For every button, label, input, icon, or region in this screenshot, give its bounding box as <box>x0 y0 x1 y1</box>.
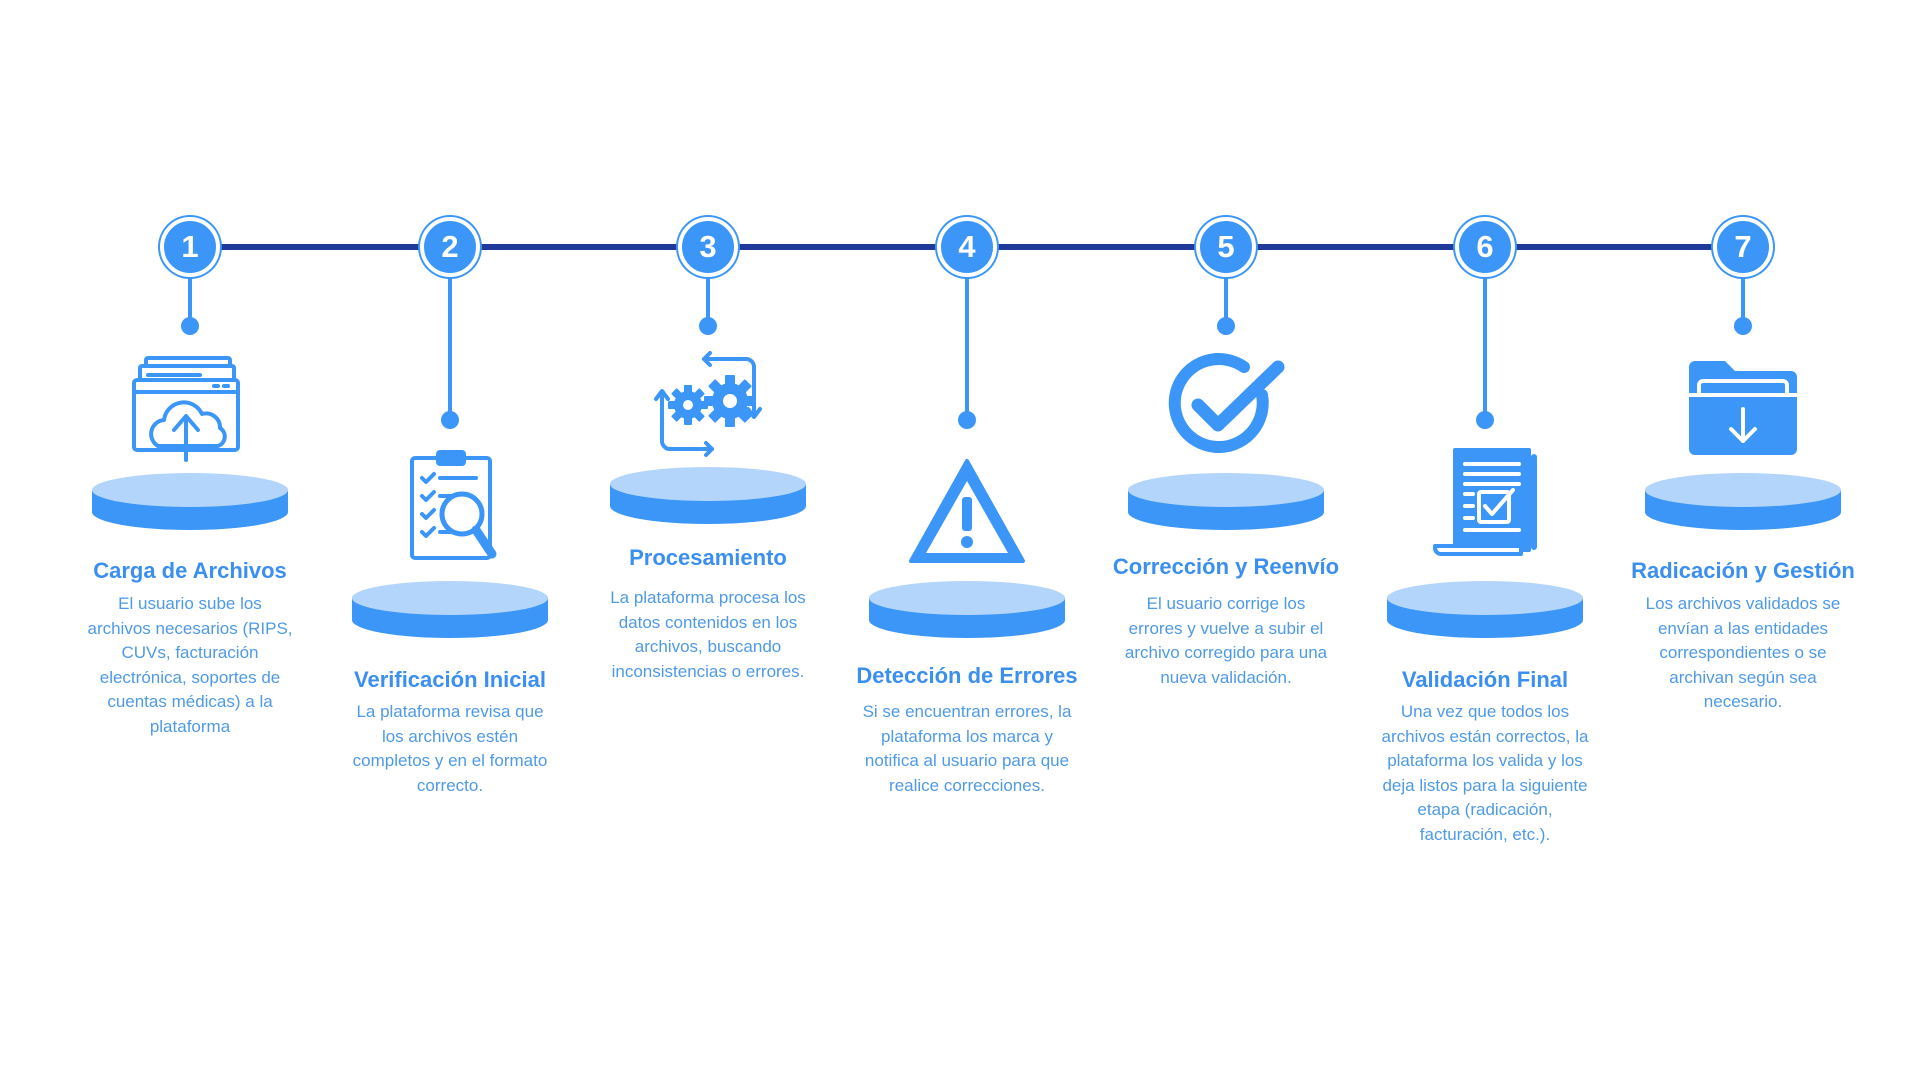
step-description: Si se encuentran errores, la plataforma … <box>862 702 1072 795</box>
step-description: Los archivos validados se envían a las e… <box>1645 594 1841 711</box>
connector-dot <box>958 411 976 429</box>
document-check-icon <box>1425 442 1545 562</box>
step-number-badge: 5 <box>1196 217 1256 277</box>
step-title: Validación Final <box>1401 667 1569 692</box>
step-2: 2 Verificación Inicia <box>325 0 575 1080</box>
step-title: Verificación Inicial <box>354 667 546 692</box>
step-description: La plataforma procesa los datos contenid… <box>610 588 806 681</box>
step-title: Carga de Archivos <box>93 558 287 583</box>
step-number-badge: 7 <box>1713 217 1773 277</box>
connector-dot <box>1476 411 1494 429</box>
connector-stem <box>188 275 192 325</box>
step-title: Corrección y Reenvío <box>1112 554 1340 579</box>
step-description: El usuario sube los archivos necesarios … <box>87 594 293 736</box>
step-number-badge: 2 <box>420 217 480 277</box>
step-number-badge: 3 <box>678 217 738 277</box>
gears-cycle-icon <box>648 345 768 465</box>
pedestal <box>90 470 290 532</box>
connector-stem <box>1224 275 1228 325</box>
connector-dot <box>699 317 717 335</box>
step-description: El usuario corrige los errores y vuelve … <box>1124 594 1328 687</box>
pedestal <box>1385 578 1585 640</box>
cloud-upload-icon <box>130 350 250 470</box>
warning-icon <box>907 455 1027 575</box>
folder-download-icon <box>1683 345 1803 465</box>
pedestal <box>1126 470 1326 532</box>
step-description: La plataforma revisa que los archivos es… <box>352 702 548 795</box>
step-number-badge: 1 <box>160 217 220 277</box>
step-number-badge: 4 <box>937 217 997 277</box>
step-1: 1 Carga de Archivos El usu <box>65 0 315 1080</box>
connector-stem <box>965 275 969 415</box>
pedestal <box>1643 470 1843 532</box>
connector-dot <box>1217 317 1235 335</box>
pedestal <box>350 578 550 640</box>
step-6: 6 <box>1360 0 1610 1080</box>
connector-stem <box>706 275 710 325</box>
step-number-badge: 6 <box>1455 217 1515 277</box>
connector-dot <box>181 317 199 335</box>
step-3: 3 <box>583 0 833 1080</box>
step-7: 7 Radicación y Gestión Los archivos vali… <box>1618 0 1868 1080</box>
step-title: Procesamiento <box>629 545 787 570</box>
step-5: 5 Corrección y Reenvío El usuario corrig… <box>1101 0 1351 1080</box>
step-description: Una vez que todos los archivos están cor… <box>1381 702 1589 844</box>
connector-dot <box>1734 317 1752 335</box>
connector-stem <box>448 275 452 415</box>
connector-stem <box>1741 275 1745 325</box>
clipboard-search-icon <box>390 448 510 568</box>
connector-stem <box>1483 275 1487 415</box>
step-title: Radicación y Gestión <box>1631 558 1855 583</box>
check-circle-icon <box>1166 345 1286 465</box>
pedestal <box>867 578 1067 640</box>
step-title: Detección de Errores <box>856 663 1078 688</box>
connector-dot <box>441 411 459 429</box>
pedestal <box>608 464 808 526</box>
step-4: 4 Detección de Errores Si se encuentran … <box>842 0 1092 1080</box>
